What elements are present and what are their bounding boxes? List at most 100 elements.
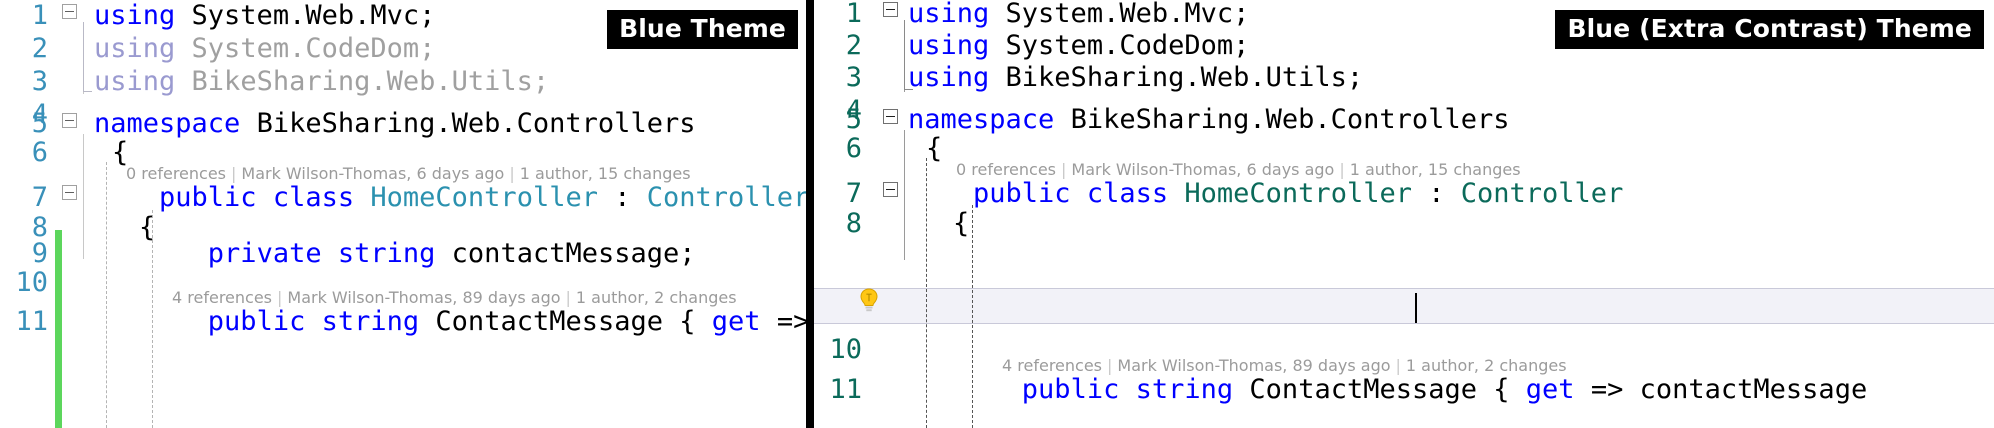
line-number: 5 (845, 103, 862, 135)
code-line-1[interactable]: 1 using System.Web.Mvc; (0, 0, 806, 34)
line-number: 8 (31, 211, 48, 243)
collapse-icon-namespace[interactable] (883, 109, 898, 124)
codelens-class[interactable]: 0 references|Mark Wilson-Thomas, 6 days … (126, 166, 691, 182)
line-number: 1 (845, 0, 862, 29)
token-space (354, 184, 370, 211)
code-line-5[interactable]: 5 namespace BikeSharing.Web.Controllers (0, 104, 806, 142)
code-line-6[interactable]: 6 { (814, 129, 1994, 167)
code-line-2[interactable]: 2 using System.CodeDom; (814, 26, 1994, 64)
token-namespace-bikesharing-utils: BikeSharing.Web.Utils; (191, 65, 550, 97)
code-editor-left[interactable]: Blue Theme 1 using System.Web.Mvc; (0, 0, 806, 428)
token-using-keyword-unused: using (94, 65, 176, 97)
codelens-author-commit[interactable]: Mark Wilson-Thomas, 89 days ago (1117, 356, 1391, 375)
outlining-bracket-namespace (904, 130, 905, 260)
token-namespace-system-codedom: System.CodeDom; (989, 29, 1250, 61)
code-line-4[interactable]: 4 (814, 91, 1994, 129)
token-namespace-keyword: namespace (94, 107, 241, 139)
token-space (1233, 376, 1249, 403)
code-line-7[interactable]: 7 public class HomeController : Controll… (0, 178, 806, 216)
codelens-references[interactable]: 4 references (172, 288, 272, 307)
collapse-icon-usings[interactable] (62, 4, 77, 19)
code-line-11[interactable]: 11 public string ContactMessage { get =>… (814, 370, 1994, 408)
structure-guide-namespace (106, 162, 107, 428)
codelens-author-commit[interactable]: Mark Wilson-Thomas, 6 days ago (241, 164, 505, 183)
line-number: 4 (31, 98, 48, 130)
code-line-11[interactable]: 11 public string ContactMessage { get =>… (0, 302, 806, 340)
token-property-open-brace: { (1493, 373, 1510, 405)
token-space (1510, 376, 1526, 403)
line-number: 10 (15, 266, 48, 298)
codelens-changes[interactable]: 1 author, 2 changes (575, 288, 737, 307)
code-line-3[interactable]: 3 using BikeSharing.Web.Utils; (0, 62, 806, 100)
codelens-author-commit[interactable]: Mark Wilson-Thomas, 89 days ago (287, 288, 561, 307)
codelens-author-commit[interactable]: Mark Wilson-Thomas, 6 days ago (1071, 160, 1335, 179)
code-line-6[interactable]: 6 { (0, 133, 806, 171)
codelens-changes[interactable]: 1 author, 2 changes (1405, 356, 1567, 375)
token-space (663, 308, 679, 335)
codelens-separator: | (1395, 356, 1401, 375)
token-space (257, 184, 273, 211)
token-string-keyword: string (321, 305, 420, 337)
code-line-1[interactable]: 1 using System.Web.Mvc; (814, 0, 1994, 32)
codelens-changes[interactable]: 1 author, 15 changes (1349, 160, 1521, 179)
token-property-open-brace: { (679, 305, 696, 337)
glyph-margin (862, 330, 908, 368)
token-public-keyword: public (159, 181, 257, 213)
collapse-icon-class[interactable] (62, 185, 77, 200)
token-private-keyword: private (207, 237, 322, 269)
token-base-type: Controller (646, 181, 806, 213)
token-space (761, 308, 777, 335)
lightbulb-icon[interactable] (858, 288, 880, 314)
collapse-icon-namespace[interactable] (62, 113, 77, 128)
structure-guide-namespace (926, 158, 927, 428)
code-line-10[interactable]: 10 (814, 330, 1994, 368)
code-line-2[interactable]: 2 using System.CodeDom; (0, 29, 806, 67)
token-namespace-system-codedom: System.CodeDom; (191, 32, 436, 64)
code-line-8[interactable]: 8 { (0, 208, 806, 246)
line-number: 2 (31, 32, 48, 64)
token-space (1623, 376, 1639, 403)
code-line-7[interactable]: 7 public class HomeController : Controll… (814, 174, 1994, 212)
line-number: 8 (845, 207, 862, 239)
codelens-class[interactable]: 0 references |Mark Wilson-Thomas, 6 days … (956, 162, 1521, 178)
token-arrow: => (1590, 373, 1624, 405)
token-colon: : (1428, 177, 1445, 209)
collapse-icon-usings[interactable] (883, 2, 898, 17)
token-space (1445, 180, 1461, 207)
line-number: 11 (15, 305, 48, 337)
line-number: 2 (845, 29, 862, 61)
token-colon: : (614, 181, 631, 213)
token-open-brace-class: { (139, 211, 156, 243)
token-public-keyword: public (973, 177, 1071, 209)
code-line-8[interactable]: 8 { (814, 204, 1994, 242)
glyph-margin (862, 129, 908, 167)
token-space (1168, 180, 1184, 207)
token-using-keyword: using (908, 29, 990, 61)
code-line-10[interactable]: 10 (0, 263, 806, 301)
token-base-type: Controller (1460, 177, 1624, 209)
code-line-9[interactable]: 9 private string contactMessage; (0, 234, 806, 272)
theme-badge-blue-extra-contrast: Blue (Extra Contrast) Theme (1555, 10, 1984, 49)
code-line-5[interactable]: 5 namespace BikeSharing.Web.Controllers (814, 100, 1994, 138)
theme-badge-blue: Blue Theme (607, 10, 798, 49)
codelens-property[interactable]: 4 references |Mark Wilson-Thomas, 89 days… (1002, 358, 1567, 374)
code-line-3[interactable]: 3 using BikeSharing.Web.Utils; (814, 58, 1994, 96)
outlining-bracket-namespace (83, 134, 84, 259)
token-space (1071, 180, 1087, 207)
change-indicator-bar[interactable] (55, 230, 62, 428)
line-number: 9 (31, 237, 48, 269)
code-editor-right[interactable]: Blue (Extra Contrast) Theme (814, 0, 1994, 428)
codelens-references[interactable]: 0 references (126, 164, 226, 183)
codelens-references[interactable]: 4 references (1002, 356, 1102, 375)
codelens-changes[interactable]: 1 author, 15 changes (519, 164, 691, 183)
codelens-references[interactable]: 0 references (956, 160, 1056, 179)
codelens-property[interactable]: 4 references|Mark Wilson-Thomas, 89 days… (172, 290, 737, 306)
collapse-icon-class[interactable] (883, 182, 898, 197)
codelens-separator: | (1339, 160, 1345, 179)
code-line-4[interactable]: 4 (0, 95, 806, 133)
token-using-keyword: using (908, 0, 990, 29)
token-space (598, 184, 614, 211)
token-class-name: HomeController (1184, 177, 1412, 209)
token-class-keyword: class (272, 181, 355, 213)
